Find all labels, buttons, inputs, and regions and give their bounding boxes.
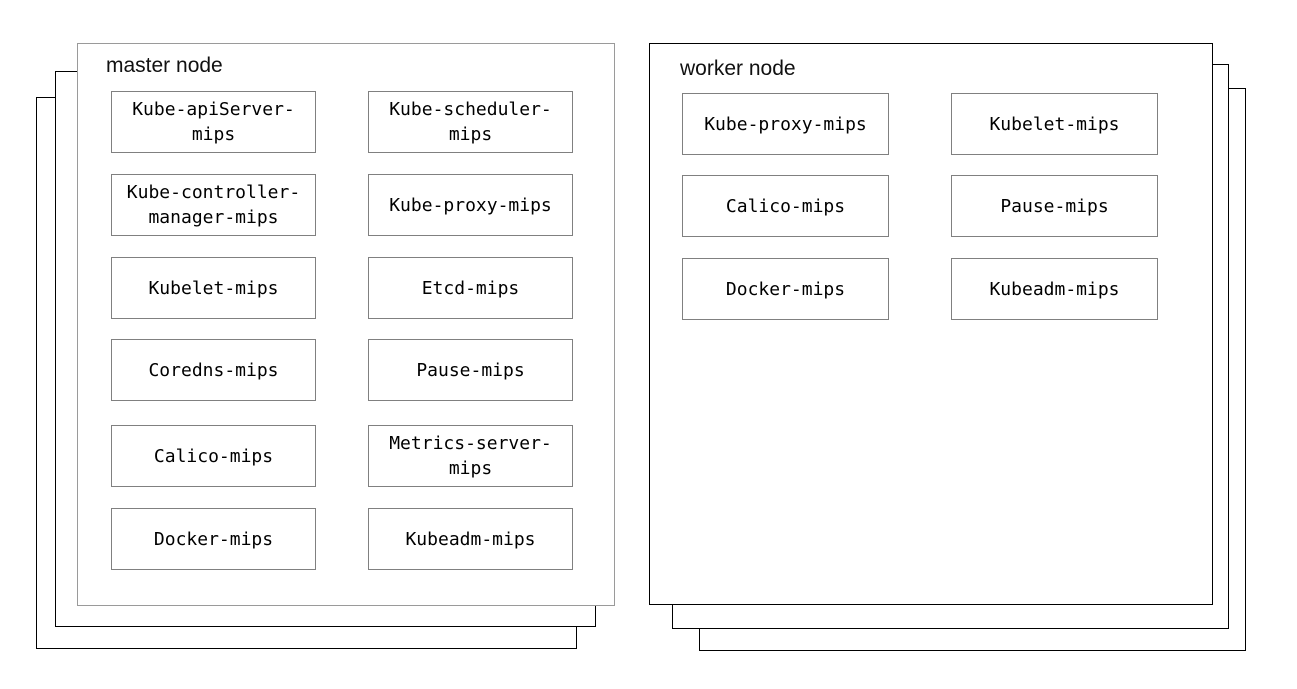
box-etcd-mips: Etcd-mips xyxy=(368,257,573,319)
box-coredns-mips: Coredns-mips xyxy=(111,339,316,401)
box-label: Etcd-mips xyxy=(421,277,520,299)
box-kube-proxy-mips: Kube-proxy-mips xyxy=(368,174,573,236)
worker-node-title: worker node xyxy=(680,57,796,80)
box-label: Coredns-mips xyxy=(148,359,279,381)
box-label: Kube-proxy-mips xyxy=(389,194,552,216)
box-label: Calico-mips xyxy=(153,445,274,467)
box-metrics-server-mips: Metrics-server- mips xyxy=(368,425,573,487)
box-label: Docker-mips xyxy=(153,528,274,550)
worker-node-panel: worker node Kube-proxy-mips Kubelet-mips… xyxy=(649,43,1213,605)
box-calico-mips: Calico-mips xyxy=(111,425,316,487)
box-kubelet-mips: Kubelet-mips xyxy=(951,93,1158,155)
box-pause-mips: Pause-mips xyxy=(368,339,573,401)
box-kubelet-mips: Kubelet-mips xyxy=(111,257,316,319)
box-label: Kube-proxy-mips xyxy=(704,113,867,135)
box-label: Calico-mips xyxy=(725,195,846,217)
box-pause-mips: Pause-mips xyxy=(951,175,1158,237)
box-label: Kubeadm-mips xyxy=(405,528,536,550)
box-label: Kube-controller- manager-mips xyxy=(126,182,301,228)
box-kube-scheduler-mips: Kube-scheduler- mips xyxy=(368,91,573,153)
box-label: Kubelet-mips xyxy=(148,277,279,299)
box-calico-mips: Calico-mips xyxy=(682,175,889,237)
box-label: Kubeadm-mips xyxy=(989,278,1120,300)
master-node-title: master node xyxy=(106,54,223,77)
box-kube-proxy-mips: Kube-proxy-mips xyxy=(682,93,889,155)
box-kube-apiserver-mips: Kube-apiServer- mips xyxy=(111,91,316,153)
box-docker-mips: Docker-mips xyxy=(682,258,889,320)
box-kubeadm-mips: Kubeadm-mips xyxy=(951,258,1158,320)
box-label: Kube-scheduler- mips xyxy=(389,99,552,145)
box-label: Metrics-server- mips xyxy=(389,433,552,479)
box-label: Pause-mips xyxy=(416,359,525,381)
box-label: Pause-mips xyxy=(1000,195,1109,217)
box-docker-mips: Docker-mips xyxy=(111,508,316,570)
box-kube-controller-manager-mips: Kube-controller- manager-mips xyxy=(111,174,316,236)
box-label: Kube-apiServer- mips xyxy=(132,99,295,145)
master-node-panel: master node Kube-apiServer- mips Kube-sc… xyxy=(77,43,615,606)
box-label: Kubelet-mips xyxy=(989,113,1120,135)
box-kubeadm-mips: Kubeadm-mips xyxy=(368,508,573,570)
box-label: Docker-mips xyxy=(725,278,846,300)
